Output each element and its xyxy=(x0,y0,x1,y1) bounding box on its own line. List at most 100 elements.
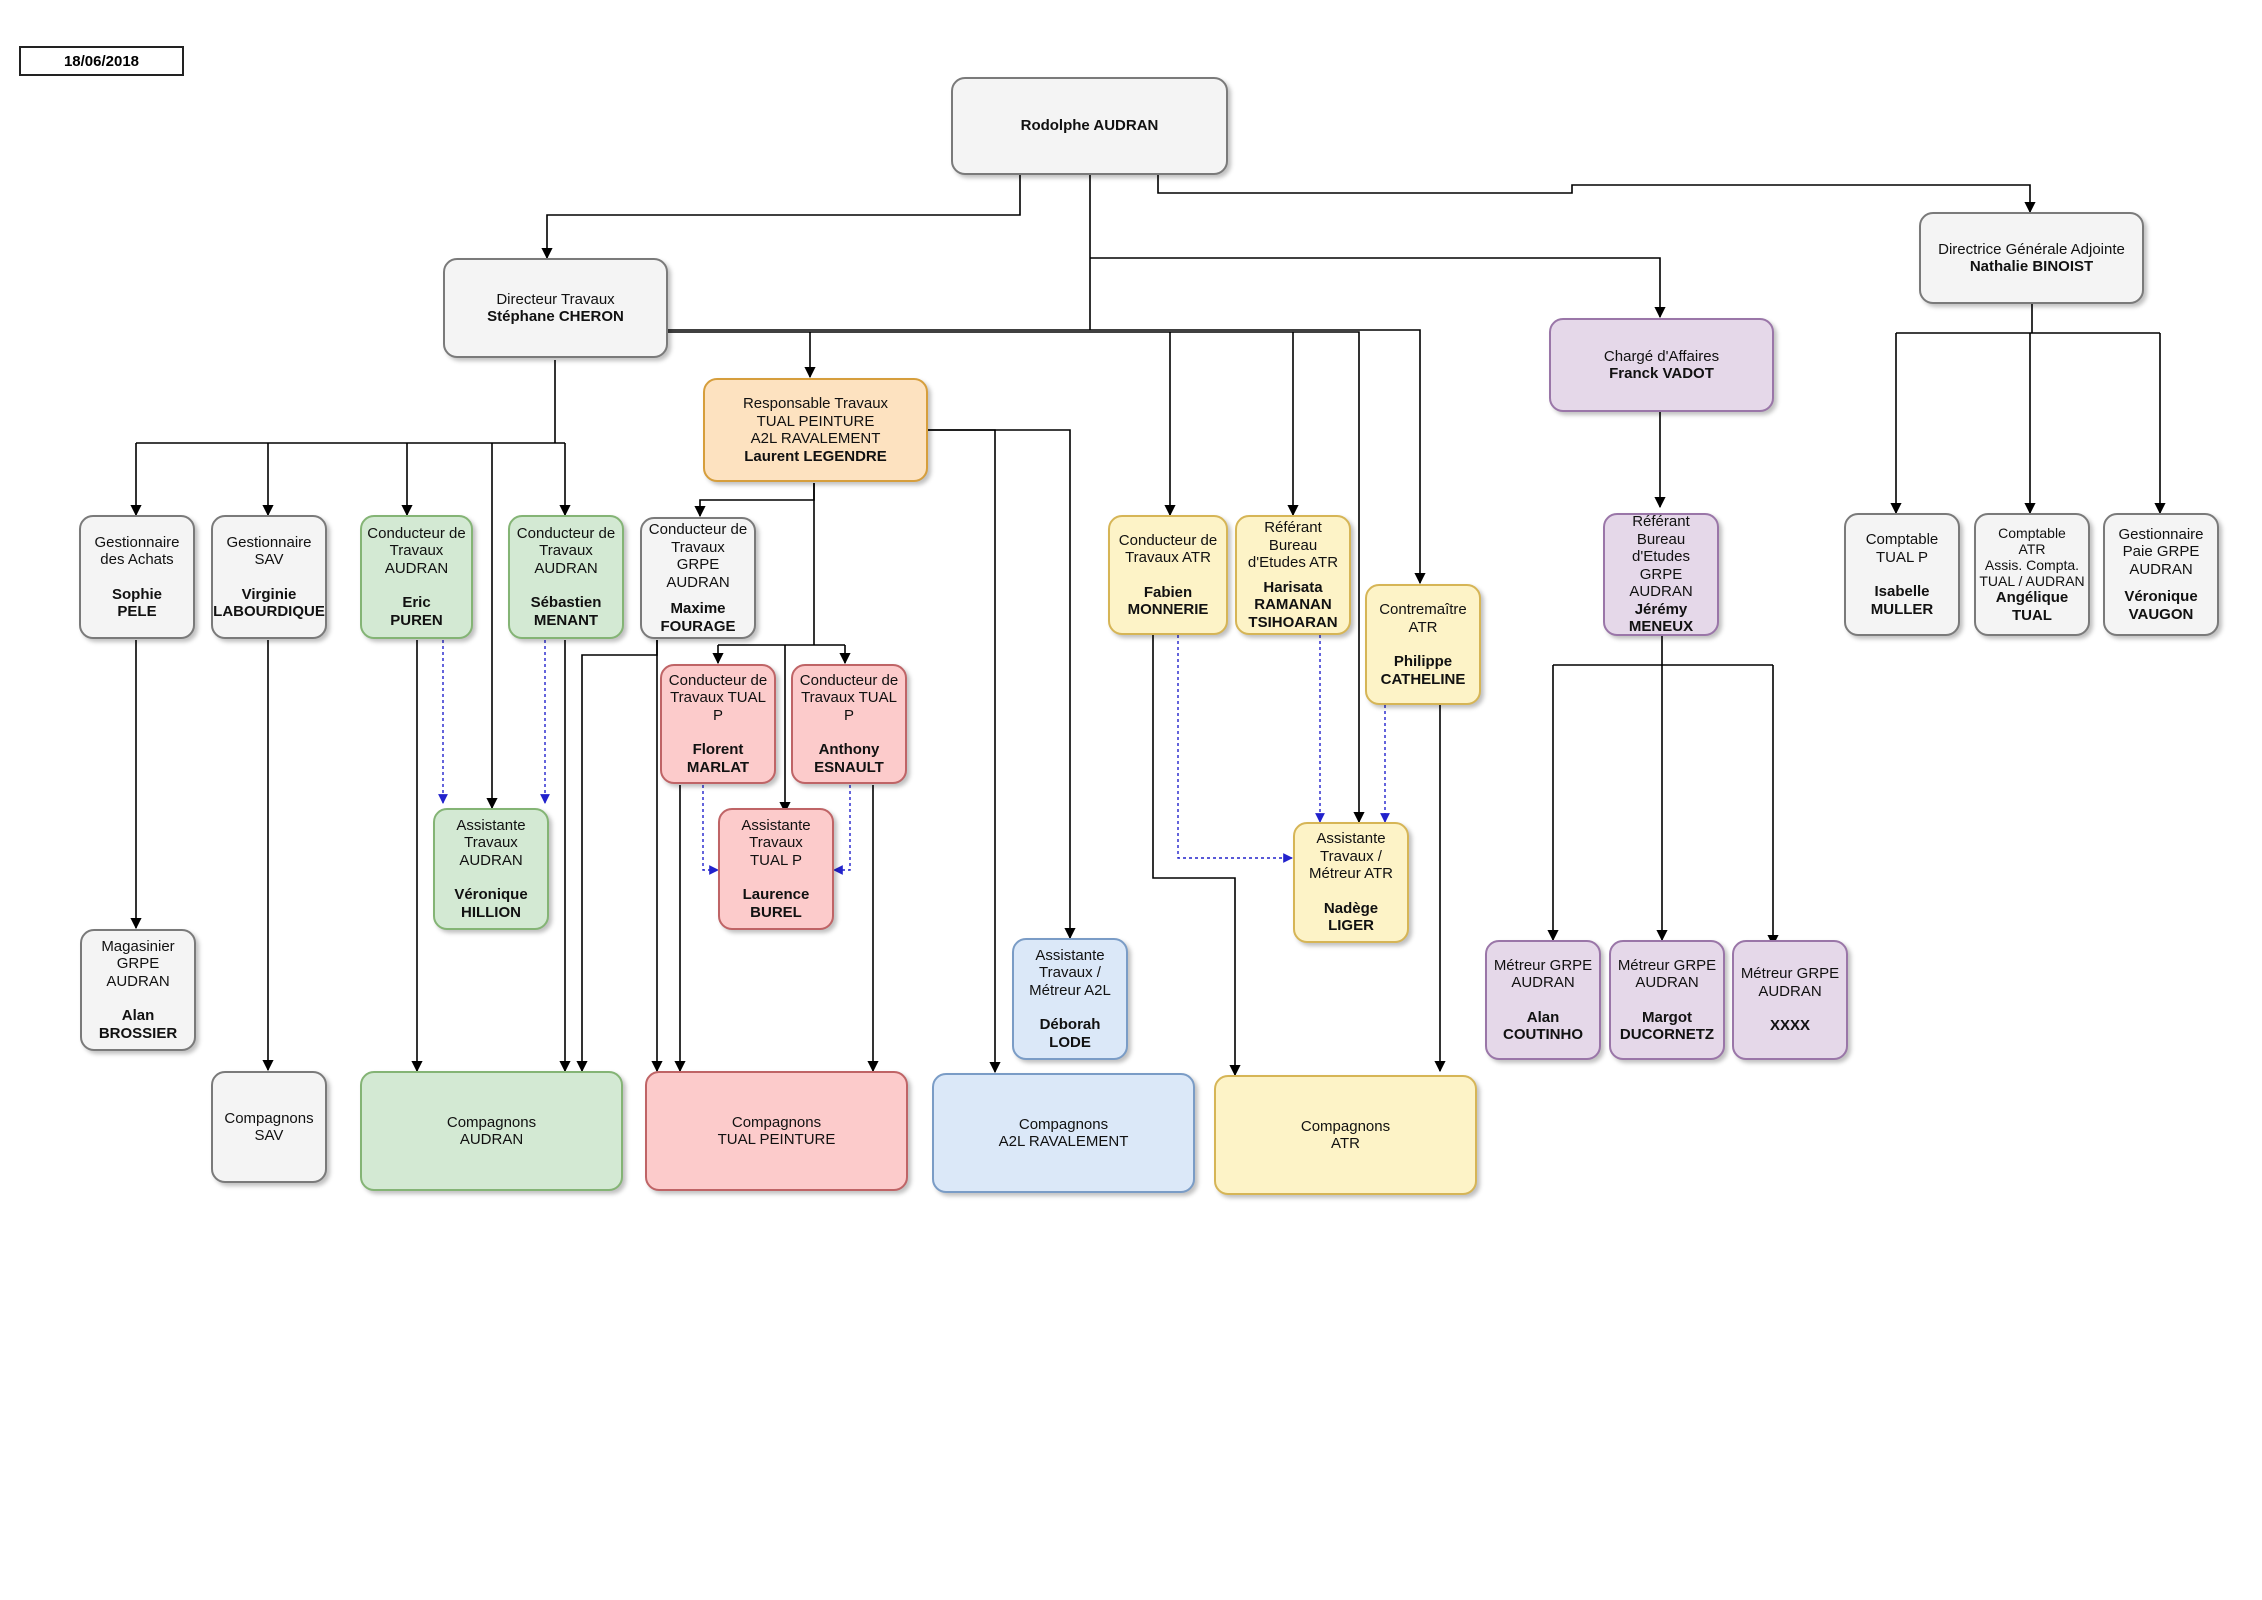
node-referant-atr[interactable]: Référant Bureau d'Etudes ATR Harisata RA… xyxy=(1235,515,1351,635)
node-directeur-travaux[interactable]: Directeur Travaux Stéphane CHERON xyxy=(443,258,668,358)
node-name: Virginie LABOURDIQUE xyxy=(213,585,325,621)
node-metreur-alan[interactable]: Métreur GRPE AUDRAN Alan COUTINHO xyxy=(1485,940,1601,1060)
node-name: Harisata RAMANAN TSIHOARAN xyxy=(1248,578,1338,631)
node-comptable-atr[interactable]: Comptable ATR Assis. Compta. TUAL / AUDR… xyxy=(1974,513,2090,636)
node-role: Compagnons A2L RAVALEMENT xyxy=(998,1115,1129,1151)
edge-resp-assist-a2l xyxy=(928,429,1076,940)
node-assistante-a2l[interactable]: Assistante Travaux / Métreur A2L Déborah… xyxy=(1012,938,1128,1060)
edge-ceo-dga xyxy=(1157,175,2036,214)
node-ceo[interactable]: Rodolphe AUDRAN xyxy=(951,77,1228,175)
node-name: Sébastien MENANT xyxy=(530,594,602,629)
node-role: Comptable TUAL P xyxy=(1865,531,1939,566)
node-name: Sophie PELE xyxy=(111,585,162,621)
edge-resp-comp-a2l xyxy=(928,429,1001,1074)
node-role: Conducteur de Travaux GRPE AUDRAN xyxy=(648,521,748,591)
node-conducteur-sebastien[interactable]: Conducteur de Travaux AUDRAN Sébastien M… xyxy=(508,515,624,639)
node-role: Référant Bureau d'Etudes GRPE AUDRAN xyxy=(1629,513,1693,601)
node-metreur-xxxx[interactable]: Métreur GRPE AUDRAN XXXX xyxy=(1732,940,1848,1060)
node-gestionnaire-achats[interactable]: Gestionnaire des Achats Sophie PELE xyxy=(79,515,195,639)
node-name: Florent MARLAT xyxy=(686,741,750,776)
node-name: Anthony ESNAULT xyxy=(814,741,884,776)
dotted-anthony-assist xyxy=(833,785,851,875)
node-assistante-atr[interactable]: Assistante Travaux / Métreur ATR Nadège … xyxy=(1293,822,1409,943)
node-role: Magasinier GRPE AUDRAN xyxy=(101,937,175,990)
node-name: Maxime FOURAGE xyxy=(660,600,736,635)
node-name: Fabien MONNERIE xyxy=(1127,583,1209,619)
node-assistante-tual[interactable]: Assistante Travaux TUAL P Laurence BUREL xyxy=(718,808,834,930)
node-role: Métreur GRPE AUDRAN xyxy=(1617,956,1717,992)
node-role: Comptable ATR Assis. Compta. TUAL / AUDR… xyxy=(1979,525,2085,589)
node-magasinier[interactable]: Magasinier GRPE AUDRAN Alan BROSSIER xyxy=(80,929,196,1051)
node-role: Directrice Générale Adjointe xyxy=(1938,240,2125,258)
node-name: Véronique VAUGON xyxy=(2124,588,2198,623)
node-name: Alan BROSSIER xyxy=(98,1007,178,1042)
node-role: Directeur Travaux xyxy=(496,290,615,308)
node-name: Alan COUTINHO xyxy=(1503,1008,1583,1044)
node-conducteur-fabien[interactable]: Conducteur de Travaux ATR Fabien MONNERI… xyxy=(1108,515,1228,635)
node-role: Assistante Travaux TUAL P xyxy=(741,816,811,869)
node-conducteur-eric[interactable]: Conducteur de Travaux AUDRAN Eric PUREN xyxy=(360,515,473,639)
node-assistante-audran[interactable]: Assistante Travaux AUDRAN Véronique HILL… xyxy=(433,808,549,930)
node-role: Conducteur de Travaux TUAL P xyxy=(799,671,899,724)
node-role: Contremaître ATR xyxy=(1379,601,1467,636)
node-name: Eric PUREN xyxy=(390,594,443,629)
node-role: Gestionnaire Paie GRPE AUDRAN xyxy=(2118,525,2204,578)
node-conducteur-maxime[interactable]: Conducteur de Travaux GRPE AUDRAN Maxime… xyxy=(640,517,756,639)
node-conducteur-anthony[interactable]: Conducteur de Travaux TUAL P Anthony ESN… xyxy=(791,664,907,784)
node-name: Rodolphe AUDRAN xyxy=(1020,117,1159,135)
node-name: XXXX xyxy=(1769,1017,1811,1035)
node-name: Déborah LODE xyxy=(1039,1016,1101,1051)
node-role: Compagnons TUAL PEINTURE xyxy=(717,1113,836,1149)
node-compagnons-atr[interactable]: Compagnons ATR xyxy=(1214,1075,1477,1195)
node-conducteur-florent[interactable]: Conducteur de Travaux TUAL P Florent MAR… xyxy=(660,664,776,784)
node-name: Véronique HILLION xyxy=(454,886,528,921)
node-name: Nadège LIGER xyxy=(1323,899,1379,935)
node-compagnons-audran[interactable]: Compagnons AUDRAN xyxy=(360,1071,623,1191)
node-dga[interactable]: Directrice Générale Adjointe Nathalie BI… xyxy=(1919,212,2144,304)
node-responsable-travaux[interactable]: Responsable Travaux TUAL PEINTURE A2L RA… xyxy=(703,378,928,482)
node-role: Gestionnaire SAV xyxy=(226,533,312,569)
edge-fabien-comp xyxy=(1152,635,1241,1077)
node-role: Conducteur de Travaux AUDRAN xyxy=(367,524,466,577)
node-role: Conducteur de Travaux ATR xyxy=(1118,531,1218,567)
node-role: Chargé d'Affaires xyxy=(1603,347,1720,365)
node-compagnons-sav[interactable]: Compagnons SAV xyxy=(211,1071,327,1183)
node-name: Nathalie BINOIST xyxy=(1969,258,2094,275)
node-referant-grpe[interactable]: Référant Bureau d'Etudes GRPE AUDRAN Jér… xyxy=(1603,513,1719,636)
node-compagnons-a2l[interactable]: Compagnons A2L RAVALEMENT xyxy=(932,1073,1195,1193)
edge-dir-bus-2 xyxy=(666,331,1365,824)
node-role: Compagnons AUDRAN xyxy=(446,1113,537,1149)
node-name: Laurence BUREL xyxy=(742,886,810,921)
edge-dir-bus xyxy=(666,329,1426,585)
node-name: Margot DUCORNETZ xyxy=(1619,1008,1715,1044)
node-role: Métreur GRPE AUDRAN xyxy=(1493,956,1593,992)
node-metreur-margot[interactable]: Métreur GRPE AUDRAN Margot DUCORNETZ xyxy=(1609,940,1725,1060)
node-role: Responsable Travaux TUAL PEINTURE A2L RA… xyxy=(742,395,889,447)
dotted-florent-assist xyxy=(702,785,719,875)
node-name: Angélique TUAL xyxy=(1995,589,2069,624)
node-comptable-tual[interactable]: Comptable TUAL P Isabelle MULLER xyxy=(1844,513,1960,636)
node-role: Compagnons ATR xyxy=(1300,1117,1391,1153)
node-role: Gestionnaire des Achats xyxy=(94,533,180,569)
node-name: Isabelle MULLER xyxy=(1870,583,1934,618)
node-role: Assistante Travaux AUDRAN xyxy=(456,816,526,869)
node-role: Référant Bureau d'Etudes ATR xyxy=(1247,519,1339,571)
node-name: Jérémy MENEUX xyxy=(1628,600,1694,636)
node-role: Assistante Travaux / Métreur A2L xyxy=(1029,946,1111,999)
node-role: Compagnons SAV xyxy=(224,1109,314,1145)
node-role: Assistante Travaux / Métreur ATR xyxy=(1309,830,1393,883)
edge-ceo-charge-affaires xyxy=(1090,257,1666,319)
node-name: Stéphane CHERON xyxy=(487,308,624,325)
edge-ceo-dir-travaux xyxy=(541,175,1021,260)
node-gestionnaire-sav[interactable]: Gestionnaire SAV Virginie LABOURDIQUE xyxy=(211,515,327,639)
node-name: Franck VADOT xyxy=(1609,365,1714,382)
node-charge-affaires[interactable]: Chargé d'Affaires Franck VADOT xyxy=(1549,318,1774,412)
edge-maxime-comp-audran xyxy=(576,640,658,1073)
node-name: Philippe CATHELINE xyxy=(1380,653,1466,688)
node-gestionnaire-paie[interactable]: Gestionnaire Paie GRPE AUDRAN Véronique … xyxy=(2103,513,2219,636)
node-contremaitre[interactable]: Contremaître ATR Philippe CATHELINE xyxy=(1365,584,1481,705)
node-compagnons-tual[interactable]: Compagnons TUAL PEINTURE xyxy=(645,1071,908,1191)
date-label: 18/06/2018 xyxy=(19,46,184,76)
node-role: Conducteur de Travaux AUDRAN xyxy=(516,524,616,577)
